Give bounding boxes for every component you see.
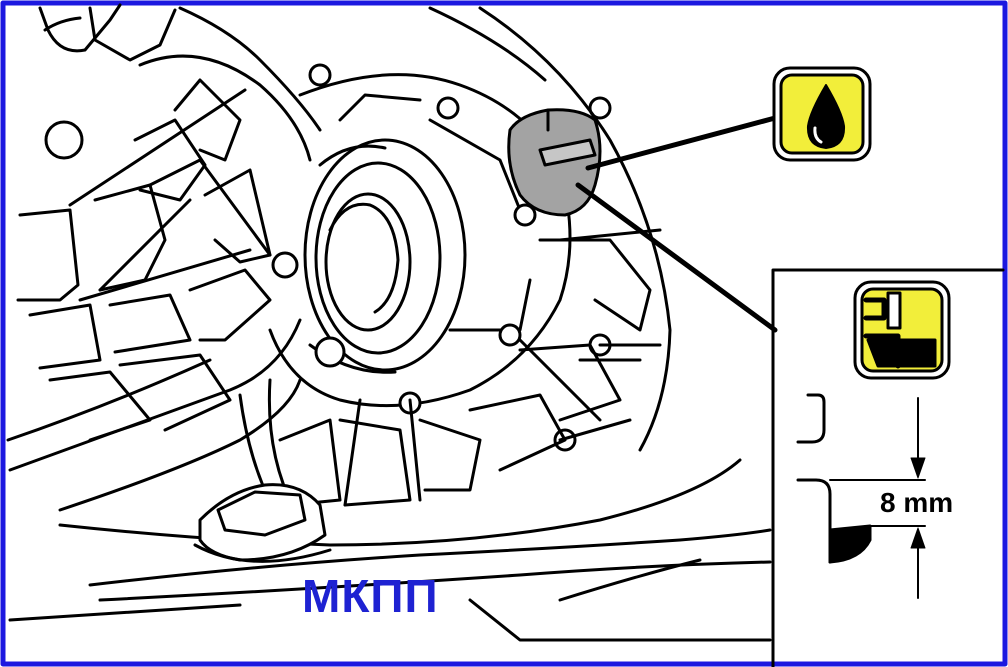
bolt	[193, 483, 332, 563]
oil-drop-icon	[772, 66, 872, 162]
oil-level-icon	[853, 280, 951, 380]
leader-line-oil	[585, 115, 778, 171]
detail-panel	[771, 268, 1005, 667]
housing-hole	[44, 120, 84, 160]
left-housing	[6, 3, 322, 512]
lower-housing	[8, 378, 772, 642]
leader-line-detail	[575, 182, 778, 333]
fill-plug	[507, 108, 602, 217]
caption-label: МКПП	[302, 570, 439, 622]
dimension-label: 8 mm	[880, 487, 953, 518]
central-hub	[268, 63, 612, 452]
